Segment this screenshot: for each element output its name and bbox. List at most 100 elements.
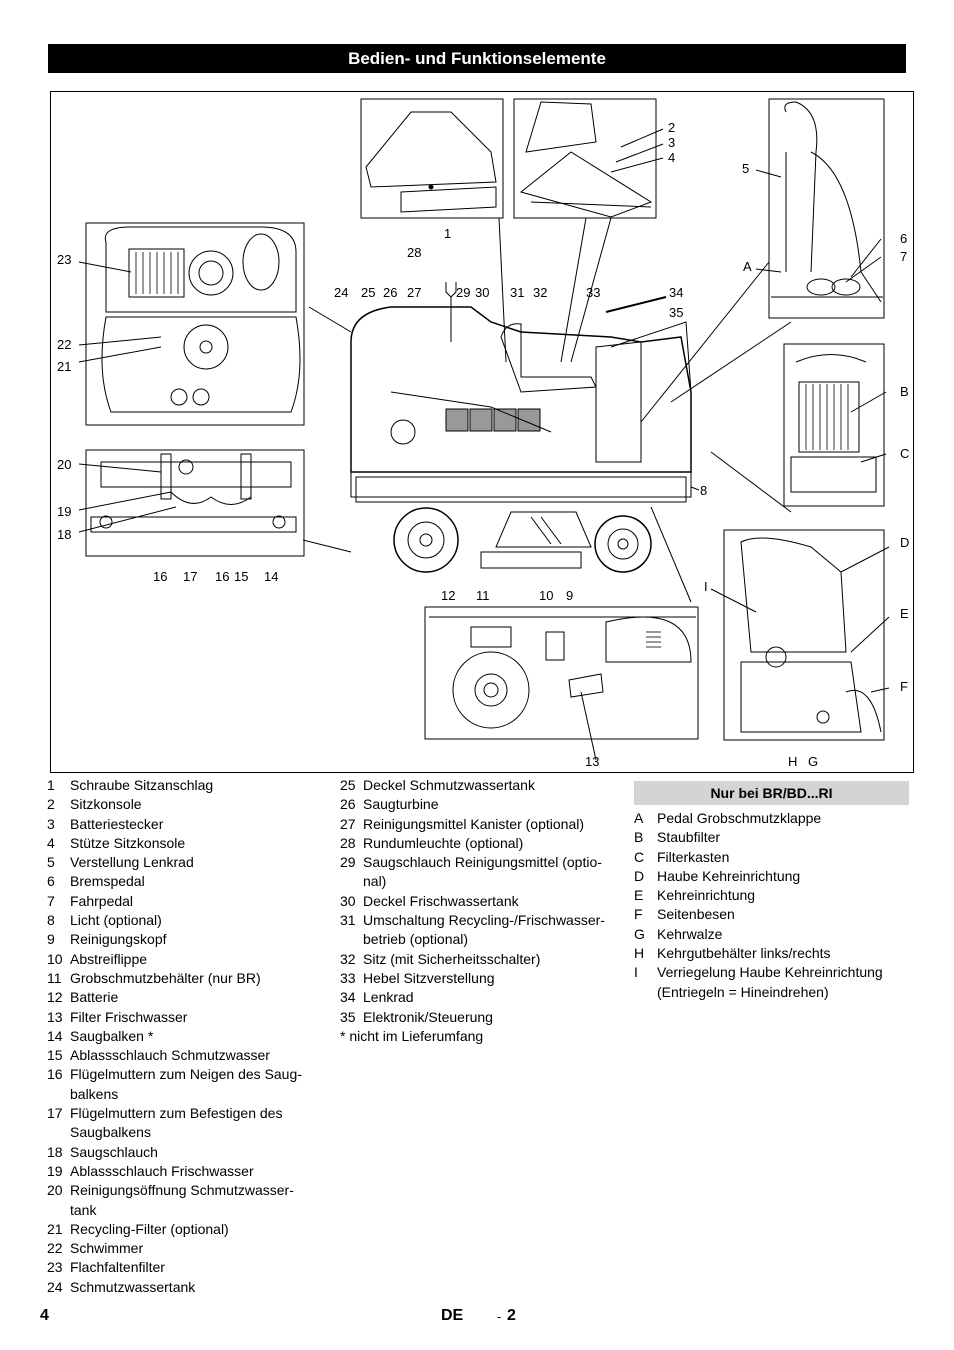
callout-26: 26 — [383, 285, 398, 300]
legend-section-heading: Nur bei BR/BD...RI — [634, 781, 909, 805]
callout-18: 18 — [57, 527, 72, 542]
inset-pedals — [768, 98, 885, 319]
callout-H: H — [788, 754, 798, 769]
callout-35: 35 — [669, 305, 684, 320]
callout-33: 33 — [586, 285, 601, 300]
callout-34: 34 — [669, 285, 684, 300]
callout-23: 23 — [57, 252, 72, 267]
callout-21: 21 — [57, 359, 72, 374]
callout-13: 13 — [585, 754, 600, 769]
callout-30: 30 — [475, 285, 490, 300]
callout-D: D — [900, 535, 910, 550]
callout-14: 14 — [264, 569, 279, 584]
callout-27: 27 — [407, 285, 422, 300]
footer-separator: - — [497, 1309, 502, 1324]
callout-5: 5 — [742, 161, 750, 176]
inset-fresh-filter — [424, 606, 699, 740]
page-title: Bedien- und Funktionselemente — [48, 44, 906, 73]
callout-20: 20 — [57, 457, 72, 472]
sub-page-number: 2 — [507, 1307, 516, 1324]
callout-16: 16 — [153, 569, 168, 584]
technical-illustration: 1 2 3 4 5 6 7 8 9 10 11 12 13 14 15 16 1… — [50, 91, 914, 773]
callout-31: 31 — [510, 285, 525, 300]
callout-15: 15 — [234, 569, 249, 584]
callout-12: 12 — [441, 588, 456, 603]
callout-B: B — [900, 384, 909, 399]
callout-22: 22 — [57, 337, 72, 352]
callout-I: I — [704, 579, 708, 594]
callout-17: 17 — [183, 569, 198, 584]
inset-squeegee — [85, 449, 305, 557]
callout-4: 4 — [668, 150, 676, 165]
callout-16b: 16 — [215, 569, 230, 584]
language-code: DE — [441, 1307, 464, 1324]
callout-25: 25 — [361, 285, 376, 300]
callout-G: G — [808, 754, 819, 769]
inset-seat-screw — [360, 98, 504, 219]
callout-28: 28 — [407, 245, 422, 260]
inset-seat-console — [513, 98, 657, 219]
legend-footnote: * nicht im Lieferumfang — [340, 1027, 484, 1044]
page-number: 4 — [40, 1307, 49, 1324]
callout-E: E — [900, 606, 909, 621]
callout-6: 6 — [900, 231, 908, 246]
callout-3: 3 — [668, 135, 676, 150]
callout-F: F — [900, 679, 908, 694]
inset-dirty-tank — [85, 222, 305, 426]
callout-8: 8 — [700, 483, 708, 498]
inset-sweeper — [723, 529, 885, 741]
callout-1: 1 — [444, 226, 452, 241]
machine-drawing — [78, 98, 890, 761]
callout-11: 11 — [476, 588, 490, 603]
callout-19: 19 — [57, 504, 72, 519]
callout-32: 32 — [533, 285, 548, 300]
callout-9: 9 — [566, 588, 574, 603]
callout-10: 10 — [539, 588, 554, 603]
callout-29: 29 — [456, 285, 471, 300]
inset-filter — [783, 343, 885, 507]
callout-C: C — [900, 446, 910, 461]
